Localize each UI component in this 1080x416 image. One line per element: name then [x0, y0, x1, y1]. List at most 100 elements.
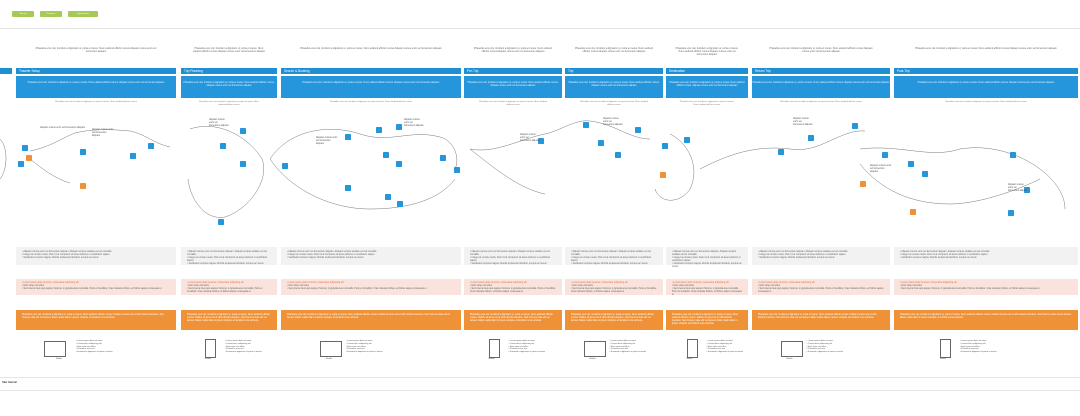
- pain-point-heading: • Lorem ipsum dolor sit amet, consectetu…: [470, 282, 527, 284]
- pain-point-item: • Nam vitae nisi tellus: [287, 285, 309, 287]
- touchpoint-node[interactable]: [240, 128, 246, 134]
- insight-item: • Aliquam cursus enim vel fermentum aliq…: [187, 251, 267, 256]
- stage-description: Phasellus eros nisi, tincidunt a digniss…: [666, 76, 748, 98]
- device-items: • Lorem ipsum dolor sit amet• Consectetu…: [346, 340, 406, 354]
- touchpoint-node[interactable]: [1008, 210, 1014, 216]
- touchpoint-node[interactable]: [376, 127, 382, 133]
- node-label: Aliquam cursus enim vel fermentum aliqua…: [603, 118, 623, 126]
- pain-point-box: • Lorem ipsum dolor sit amet, consectetu…: [666, 279, 748, 296]
- stage-note: Phasellus eros nisi, tincidunt a digniss…: [769, 47, 873, 53]
- device-label: Mobile: [56, 358, 63, 360]
- touchpoint-node[interactable]: [852, 123, 858, 129]
- device-items: • Lorem ipsum dolor sit amet• Consectetu…: [807, 340, 867, 354]
- device-item: • Phasellus eros nisi: [806, 348, 826, 351]
- insight-item: • Aliquam cursus enim vel fermentum aliq…: [900, 251, 990, 253]
- insight-item: • Vestibulum tempus magna, lobortis at p…: [758, 257, 835, 259]
- tab-journey[interactable]: Journey: [12, 11, 34, 17]
- stage-2: Trip Planning: [181, 68, 277, 74]
- stage-7: Return Trip: [752, 68, 890, 74]
- stage-description: Phasellus eros nisi, tincidunt a digniss…: [894, 76, 1078, 98]
- stage-note: Phasellus eros nisi, tincidunt a digniss…: [300, 47, 442, 50]
- device-item: • Consectetur adipiscing elit: [76, 342, 102, 345]
- flow-line: [269, 158, 456, 210]
- stage-subnote: Phasellus eros nisi, tincidunt a digniss…: [780, 101, 862, 103]
- insight-item: • Integer ac ornare metus. Duis mi at ni…: [22, 254, 110, 256]
- touchpoint-node[interactable]: [808, 135, 814, 141]
- touchpoint-node[interactable]: [385, 194, 391, 200]
- touchpoint-node[interactable]: [148, 143, 154, 149]
- stage-notes: Phasellus eros nisi, tincidunt a digniss…: [0, 47, 1080, 65]
- touchpoint-node[interactable]: [684, 137, 690, 143]
- opportunity-box: Phasellus eros nisi, tincidunt a digniss…: [181, 310, 277, 330]
- stage-note: Phasellus eros nisi, tincidunt a digniss…: [915, 47, 1057, 50]
- stage-note: Phasellus eros nisi, tincidunt a digniss…: [473, 47, 552, 53]
- view-tabs: Journey Personas Opportunities: [12, 11, 98, 17]
- device-item: • Lorem ipsum dolor sit amet: [346, 340, 373, 342]
- pain-point-node[interactable]: [80, 183, 86, 189]
- tab-personas[interactable]: Personas: [40, 11, 62, 17]
- touchpoint-node[interactable]: [282, 163, 288, 169]
- touchpoint-node[interactable]: [396, 161, 402, 167]
- node-label: Aliquam cursus enim vel fermentum aliqua…: [870, 165, 892, 173]
- touchpoint-node[interactable]: [454, 167, 460, 173]
- touchpoint-node[interactable]: [778, 149, 784, 155]
- touchpoint-node[interactable]: [538, 138, 544, 144]
- device-item: • Euismod a dignissim ut porta et metus: [508, 351, 546, 354]
- flow-line: [187, 126, 264, 218]
- touchpoint-node[interactable]: [345, 185, 351, 191]
- touchpoint-node[interactable]: [635, 127, 641, 133]
- pain-point-box: • Lorem ipsum dolor sit amet, consectetu…: [565, 279, 663, 295]
- insight-item: • Vestibulum tempus magna, lobortis at p…: [672, 263, 742, 268]
- pain-point-node[interactable]: [660, 172, 666, 178]
- device-icon: [686, 339, 698, 358]
- tab-opportunities[interactable]: Opportunities: [68, 11, 98, 17]
- touchpoint-node[interactable]: [240, 161, 246, 167]
- pain-point-box: • Lorem ipsum dolor sit amet, consectetu…: [894, 279, 1078, 295]
- pain-point-heading: • Lorem ipsum dolor sit amet, consectetu…: [900, 282, 957, 284]
- touchpoint-node[interactable]: [220, 143, 226, 149]
- touchpoint-node[interactable]: [18, 161, 24, 167]
- device-item: • Nam vitae nisi tellus: [508, 345, 529, 348]
- touchpoint-node[interactable]: [583, 122, 589, 128]
- pain-point-box: • Lorem ipsum dolor sit amet, consectetu…: [281, 279, 461, 295]
- stage-description: Phasellus eros nisi, tincidunt a digniss…: [281, 76, 461, 98]
- insight-item: • Vestibulum tempus magna, lobortis at p…: [22, 257, 99, 259]
- touchpoint-node[interactable]: [383, 152, 389, 158]
- pain-point-item: • Sed viverra risus quis sapien rhoncus,…: [900, 288, 1040, 290]
- touchpoint-node[interactable]: [396, 124, 402, 130]
- pain-point-node[interactable]: [910, 209, 916, 215]
- device-item: • Euismod a dignissim ut porta et metus: [346, 351, 383, 354]
- touchpoint-node[interactable]: [397, 201, 403, 207]
- touchpoint-node[interactable]: [908, 161, 914, 167]
- device-item: • Nam vitae nisi tellus: [76, 345, 96, 348]
- device-item: • Phasellus eros nisi: [609, 348, 629, 351]
- touchpoint-node[interactable]: [80, 149, 86, 155]
- touchpoint-node[interactable]: [22, 145, 28, 151]
- touchpoint-node[interactable]: [615, 152, 621, 158]
- stage-subnote: Phasellus eros nisi, tincidunt a digniss…: [330, 101, 412, 103]
- insight-item: • Integer ac ornare metus. Duis mi at ni…: [187, 257, 268, 262]
- touchpoint-node[interactable]: [882, 152, 888, 158]
- touchpoint-node[interactable]: [662, 143, 668, 149]
- touchpoint-node[interactable]: [440, 155, 446, 161]
- touchpoint-node[interactable]: [345, 134, 351, 140]
- opportunity-box: Phasellus eros nisi, tincidunt a digniss…: [752, 310, 890, 330]
- pain-point-node[interactable]: [26, 155, 32, 161]
- touchpoint-node[interactable]: [598, 140, 604, 146]
- pain-point-item: • Sed viverra risus quis sapien rhoncus,…: [287, 288, 427, 290]
- device-label: Mobile: [686, 358, 693, 360]
- pain-point-node[interactable]: [860, 181, 866, 187]
- insight-item: • Integer ac ornare metus. Duis mi at ni…: [900, 254, 988, 256]
- touchpoint-node[interactable]: [922, 171, 928, 177]
- stage-subnote: Phasellus eros nisi, tincidunt a digniss…: [679, 101, 735, 106]
- device-icon: [44, 341, 66, 357]
- touchpoint-node[interactable]: [1010, 152, 1016, 158]
- touchpoint-node[interactable]: [1024, 187, 1030, 193]
- node-label: Aliquam cursus enim vel fermentum aliqua…: [92, 129, 114, 137]
- insight-item: • Aliquam cursus enim vel fermentum aliq…: [571, 251, 651, 256]
- node-label: Aliquam cursus enim vel fermentum aliqua…: [404, 119, 424, 127]
- touchpoint-node[interactable]: [130, 153, 136, 159]
- touchpoint-node[interactable]: [218, 219, 224, 225]
- device-items: • Lorem ipsum dolor sit amet• Consectetu…: [960, 340, 1020, 354]
- device-item: • Consectetur adipiscing elit: [609, 342, 636, 345]
